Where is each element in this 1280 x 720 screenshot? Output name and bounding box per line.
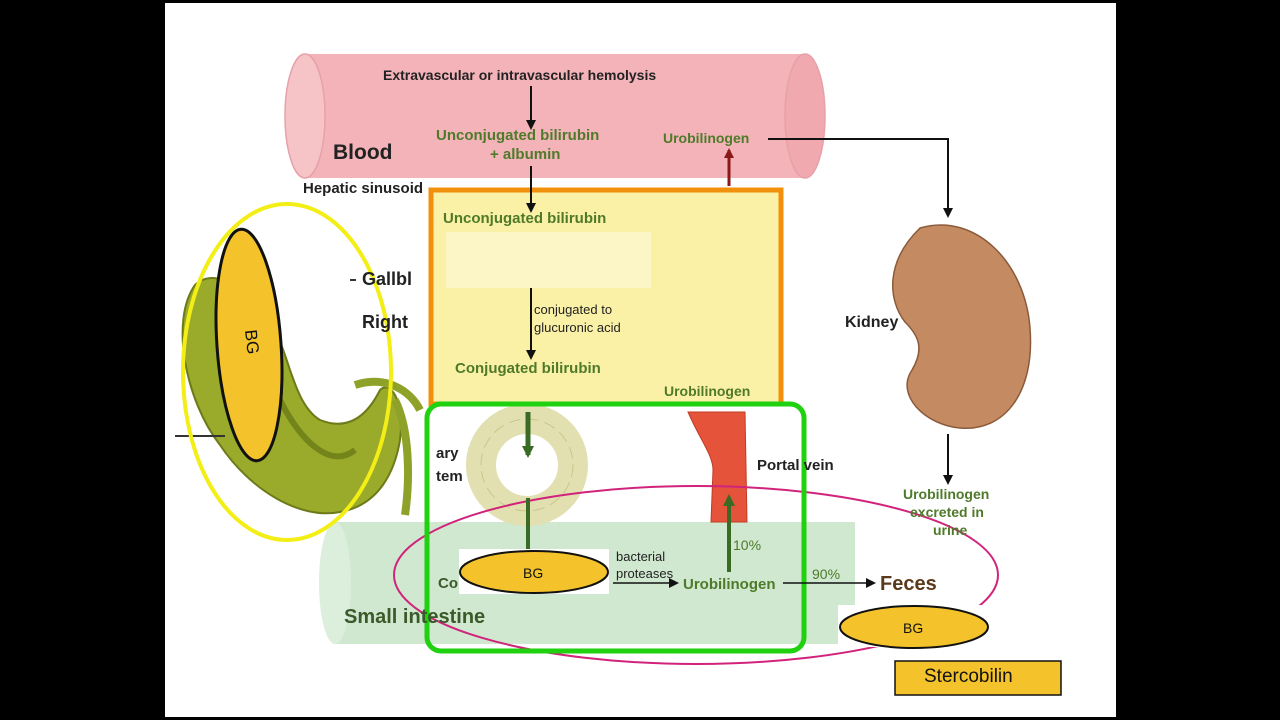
- portal-vein-vessel: [687, 411, 748, 523]
- arrow-blood-to-kidney: [768, 138, 953, 218]
- blood-label: Blood: [333, 141, 393, 164]
- conjugation-step-line1: conjugated to: [534, 302, 613, 317]
- gallbladder-highlight-ellipse: [181, 202, 393, 542]
- urine-line2: excreted in: [910, 504, 984, 520]
- stercobilin-box: [894, 660, 1062, 696]
- intestine-highlight-box: [424, 401, 807, 654]
- intestine-magenta-ellipse: [393, 485, 999, 665]
- pct-90-label: 90%: [812, 566, 841, 582]
- pct-10-label: 10%: [733, 537, 762, 553]
- liver-blank-panel: [446, 232, 651, 288]
- liver-urobilinogen-label: Urobilinogen: [664, 383, 751, 399]
- gallbladder-label: Gallbl: [362, 269, 413, 289]
- small-intestine-label: Small intestine: [344, 606, 486, 628]
- stercobilin-text: Stercobilin: [924, 666, 1013, 687]
- bg-gallbladder-text: BG: [241, 328, 263, 356]
- right-label: Right: [362, 312, 408, 332]
- biliary-system-line1: ary: [436, 445, 459, 462]
- unconj-albumin-line2: + albumin: [490, 146, 561, 163]
- urine-line3: urine: [933, 522, 968, 538]
- feces-label: Feces: [880, 573, 937, 595]
- intestine-urobilinogen-label: Urobilinogen: [683, 576, 776, 593]
- urobilinogen-blood-label: Urobilinogen: [663, 130, 750, 146]
- portal-vein-label: Portal vein: [757, 457, 834, 474]
- blood-vessel: [284, 53, 826, 179]
- bacterial-proteases-line2: proteases: [616, 566, 674, 581]
- liver-unconjugated-label: Unconjugated bilirubin: [443, 210, 607, 227]
- unconj-albumin-line1: Unconjugated bilirubin: [436, 127, 600, 144]
- bg-intestine-text: BG: [523, 565, 544, 581]
- hemolysis-label: Extravascular or intravascular hemolysis: [383, 67, 657, 83]
- biliary-system-line2: tem: [436, 468, 463, 485]
- bacterial-proteases-line1: bacterial: [616, 549, 666, 564]
- conjugation-step-line2: glucuronic acid: [534, 320, 621, 335]
- bg-feces-text: BG: [903, 620, 924, 636]
- bg-intestine-ellipse: [459, 550, 609, 594]
- bg-gallbladder-ellipse: [214, 227, 284, 463]
- co-fragment-label: Co: [438, 575, 458, 592]
- kidney-organ: [892, 224, 1032, 429]
- bg-feces-ellipse: [839, 605, 989, 649]
- urine-line1: Urobilinogen: [903, 486, 990, 502]
- liver-box: [428, 187, 784, 407]
- kidney-label: Kidney: [845, 314, 899, 331]
- hepatic-sinusoid-label: Hepatic sinusoid: [303, 180, 424, 197]
- liver-conjugated-label: Conjugated bilirubin: [455, 360, 601, 377]
